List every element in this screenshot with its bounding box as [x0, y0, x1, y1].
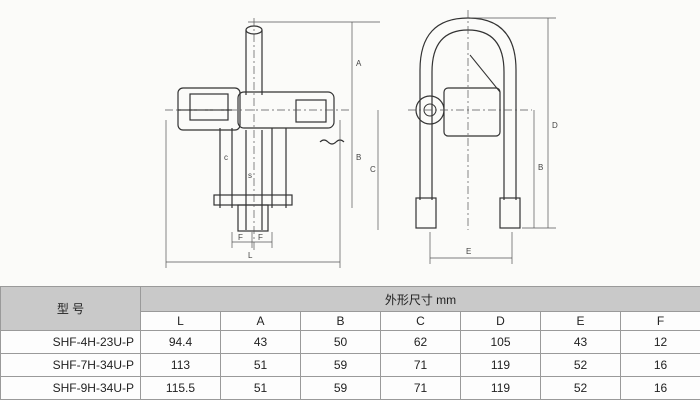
col-header-C: C [380, 311, 461, 331]
table-row: SHF-9H-34U-P 115.5 51 59 71 119 52 16 [0, 376, 700, 400]
cell-value: 115.5 [140, 376, 221, 400]
cell-value: 51 [220, 353, 301, 377]
cell-value: 43 [540, 330, 621, 354]
label-s-small: s [248, 171, 252, 180]
cell-value: 16 [619, 376, 700, 400]
cell-value: 71 [380, 376, 461, 400]
label-C-front: C [370, 165, 376, 174]
cell-value: 105 [460, 330, 541, 354]
dim-D-side [470, 17, 556, 229]
front-lower-tubes [219, 128, 287, 230]
cell-value: 113 [140, 353, 221, 377]
cell-value: 52 [540, 353, 621, 377]
front-top-tube [245, 30, 263, 95]
dim-E-side [429, 232, 513, 264]
col-header-B: B [300, 311, 381, 331]
model-header: 型 号 [0, 286, 141, 331]
cell-value: 119 [460, 376, 541, 400]
cell-value: 12 [619, 330, 700, 354]
label-D-side: D [552, 121, 558, 130]
label-E-side: E [466, 247, 471, 256]
dims-header: 外形尺寸 mm [139, 286, 700, 312]
cell-value: 94.4 [140, 330, 221, 354]
front-coil-body [177, 87, 241, 131]
cell-value: 50 [300, 330, 381, 354]
dim-A-front [248, 21, 380, 110]
cell-value: 119 [460, 353, 541, 377]
cell-value: 59 [300, 376, 381, 400]
cell-value: 43 [220, 330, 301, 354]
cell-value: 62 [380, 330, 461, 354]
label-B-side: B [538, 163, 543, 172]
label-F-left: F [238, 233, 243, 242]
model-name: SHF-7H-34U-P [0, 353, 141, 377]
dim-L-front [165, 120, 341, 268]
spec-table: 型 号 外形尺寸 mm L A B C D E F SHF-4H-23U-P 9… [0, 286, 700, 400]
col-header-D: D [460, 311, 541, 331]
model-name: SHF-9H-34U-P [0, 376, 141, 400]
cell-value: 51 [220, 376, 301, 400]
label-F-right: F [258, 233, 263, 242]
valve-technical-drawing: A B C L F F c s D B E [165, 10, 558, 268]
table-row: SHF-7H-34U-P 113 51 59 71 119 52 16 [0, 353, 700, 377]
col-header-E: E [540, 311, 621, 331]
col-header-L: L [140, 311, 221, 331]
table-row: SHF-4H-23U-P 94.4 43 50 62 105 43 12 [0, 330, 700, 354]
cell-value: 59 [300, 353, 381, 377]
label-L-front: L [248, 251, 253, 260]
col-header-A: A [220, 311, 301, 331]
label-B-front: B [356, 153, 361, 162]
dim-F-front [231, 232, 273, 248]
label-A-front: A [356, 59, 362, 68]
col-header-F: F [619, 311, 700, 331]
label-c-small: c [224, 153, 228, 162]
cell-value: 71 [380, 353, 461, 377]
cell-value: 16 [619, 353, 700, 377]
cell-value: 52 [540, 376, 621, 400]
model-name: SHF-4H-23U-P [0, 330, 141, 354]
